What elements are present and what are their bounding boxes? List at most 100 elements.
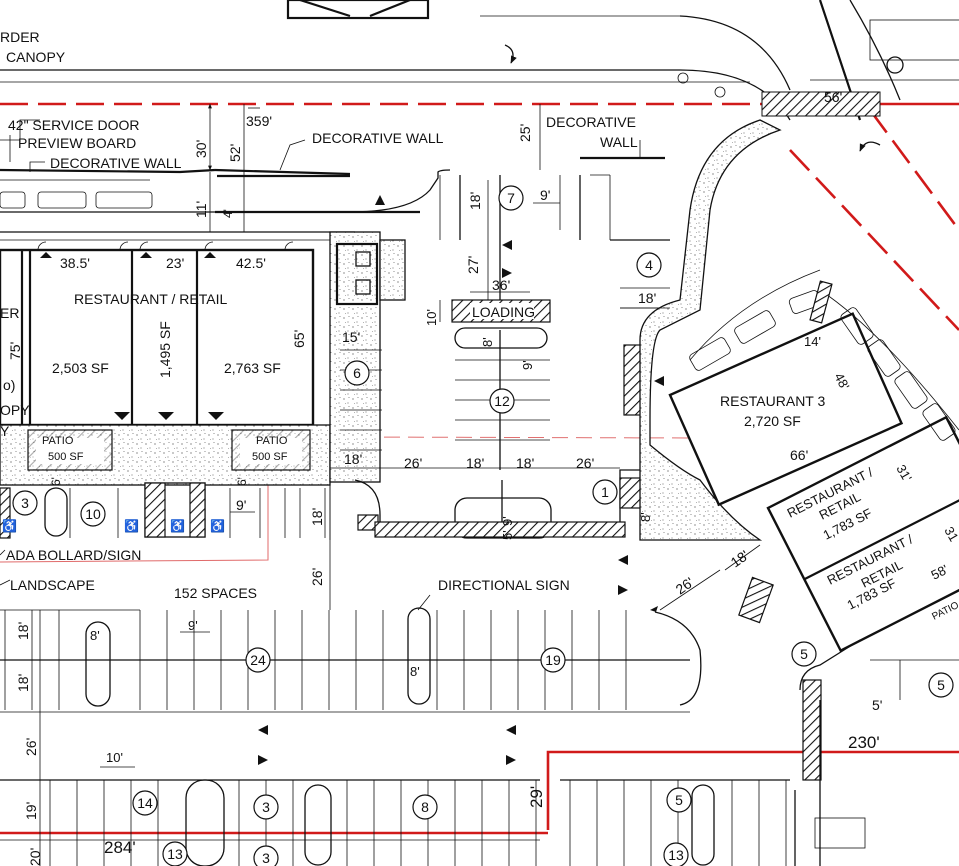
dim-18-c: 18' [516,455,534,471]
dim-52: 52' [227,144,243,162]
space-count-circle [253,794,279,820]
svg-text:♿: ♿ [170,519,185,533]
dim-38-5: 38.5' [60,255,90,271]
dim-48: 48' [831,370,852,392]
east-sidewalk [329,231,381,483]
space-count-circle [498,185,524,211]
label-loading: LOADING [472,304,535,320]
label-left-partial-4: OPY [0,402,30,418]
dim-27: 27' [465,256,481,274]
dim-11: 11' [193,201,209,218]
dim-5-right: 5' [872,697,882,713]
retail-building [0,231,355,427]
label-service-door: 42" SERVICE DOOR [8,117,140,133]
east-driveway [794,639,959,866]
dim-18-v-mid: 18' [309,508,325,526]
label-patio-1-sf: 500 SF [48,451,84,463]
front-parking-stripes [44,487,326,538]
dim-58: 58' [929,562,951,583]
dim-9-patio: 9' [236,497,246,513]
label-decorative-wall-right-1: DECORATIVE [546,114,636,130]
dim-20: 20' [27,848,43,866]
labels: RDER CANOPY 42" SERVICE DOOR PREVIEW BOA… [0,29,882,857]
space-count-label: 5 [800,646,808,662]
dim-25: 25' [517,124,533,142]
label-152-spaces: 152 SPACES [174,585,257,601]
angled-parking-pad [689,269,959,624]
dim-4: 4' [221,209,235,218]
dim-56: 56' [824,89,842,105]
dim-66: 66' [790,447,808,463]
label-ada-bollard: ADA BOLLARD/SIGN [6,547,141,563]
space-count-circle [162,841,188,866]
retail-pad-buildings [766,415,959,653]
label-restaurant-retail: RESTAURANT / RETAIL [74,291,227,307]
dim-31-a: 31' [893,462,914,484]
top-road-band [0,0,959,152]
space-count-label: 4 [645,257,653,273]
space-count-label: 8 [421,799,429,815]
space-count-circle [344,360,370,386]
dimension-lines [0,103,761,866]
space-count-label: 3 [262,799,270,815]
label-unit-b-sf: 1,495 SF [157,321,173,378]
space-count-circle [636,252,662,278]
dim-65: 65' [291,330,307,348]
traffic-arrows [258,195,664,765]
dim-31-b: 31 [941,524,959,544]
space-count-label: 7 [507,190,515,206]
top-parking-row [0,168,451,214]
dim-10-bottom: 10' [106,750,123,765]
dim-8-island-b: 8' [410,664,420,679]
dim-18-diag: 18' [728,547,752,571]
dim-29: 29' [527,786,546,808]
space-count-label: 24 [250,652,266,668]
space-count-circle [928,672,954,698]
trash-enclosure-pad [379,239,406,301]
space-count-circle [666,787,692,813]
space-count-circle [80,501,106,527]
property-line [0,91,959,835]
restaurant-3-building [668,312,904,507]
space-count-label: 10 [85,506,101,522]
dim-26-diag: 26' [673,574,697,598]
dim-26-v: 26' [309,568,325,586]
dim-6-b: 6' [235,477,249,486]
lower-parking-field [4,610,787,866]
space-count-label: 5 [675,792,683,808]
label-patio-2: PATIO [256,435,288,447]
dim-18-left-b: 18' [15,674,31,692]
space-count-label: 3 [262,850,270,866]
dim-8-loading: 8' [480,337,495,347]
dim-9-island: 9' [500,516,515,526]
dim-18-b: 18' [466,455,484,471]
dim-18-a: 18' [344,451,362,467]
space-count-circle [253,845,279,866]
dim-18-v-top: 18' [467,192,483,210]
label-preview-board: PREVIEW BOARD [18,135,136,151]
dim-9-top: 9' [540,187,550,203]
dim-284: 284' [104,838,136,857]
label-left-partial-1: ER [0,305,19,321]
svg-text:♿: ♿ [124,519,139,533]
space-count-label: 1 [601,484,609,500]
label-left-partial-2: 75' [7,342,23,360]
space-count-circle [412,794,438,820]
space-count-label: 14 [137,795,153,811]
label-restaurant-3: RESTAURANT 3 [720,393,825,409]
dim-6-a: 6' [49,477,63,486]
pad-sidewalk [639,119,782,541]
dim-230: 230' [848,733,880,752]
dim-26-left: 26' [23,738,39,756]
space-count-circle [489,388,515,414]
dim-23: 23' [166,255,184,271]
label-left-partial-5: Y [0,423,10,439]
ada-symbol: ♿ [2,519,17,533]
label-patio-1: PATIO [42,435,74,447]
dim-30: 30' [193,140,209,158]
dim-5-island: 5' [500,530,515,540]
space-count-circle [540,647,566,673]
space-count-label: 13 [668,847,684,863]
space-count-circle [592,479,618,505]
